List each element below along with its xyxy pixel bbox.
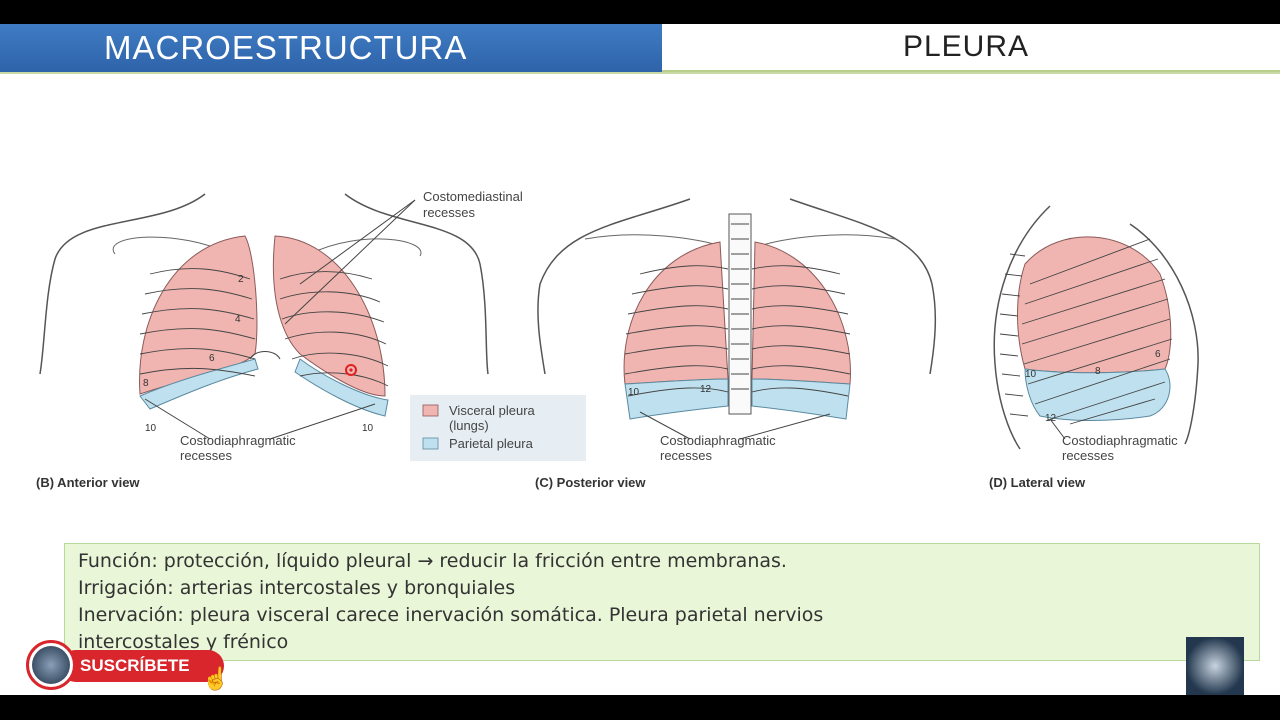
info-irrigation: Irrigación: arterias intercostales y bro…	[78, 577, 516, 599]
anterior-num-10: 10	[145, 423, 157, 434]
anterior-num-8: 8	[143, 378, 149, 389]
avatar-icon	[26, 640, 76, 690]
caption-posterior: (C) Posterior view	[535, 475, 646, 490]
hand-pointer-icon: ☝	[202, 666, 230, 691]
posterior-view: 10 12 Costodiaphragmatic recesses (C) Po…	[535, 198, 937, 490]
anterior-num-2: 2	[238, 274, 244, 285]
subscribe-pill: SUSCRÍBETE	[60, 650, 224, 682]
costomediastinal-recesses-label: recesses	[423, 205, 476, 220]
slide: MACROESTRUCTURA PLEURA	[0, 24, 1280, 695]
lateral-view: 6 8 10 12 Costodiaphragmatic recesses (D…	[989, 205, 1199, 490]
caption-lateral: (D) Lateral view	[989, 475, 1086, 490]
anterior-recesses-label: recesses	[180, 448, 233, 463]
lateral-num-12: 12	[1045, 413, 1057, 424]
costomediastinal-label: Costomediastinal	[423, 189, 523, 204]
channel-logo-icon	[1186, 637, 1244, 695]
anterior-num-6: 6	[209, 353, 215, 364]
subscribe-button[interactable]: SUSCRÍBETE ☝	[26, 640, 230, 692]
legend-parietal: Parietal pleura	[449, 436, 534, 451]
legend-visceral: Visceral pleura	[449, 403, 536, 418]
posterior-costodiaphragmatic-label: Costodiaphragmatic	[660, 433, 776, 448]
subscribe-label: SUSCRÍBETE	[80, 656, 190, 675]
lateral-num-10: 10	[1025, 369, 1037, 380]
legend: Visceral pleura (lungs) Parietal pleura	[410, 395, 586, 461]
header-divider	[0, 72, 1280, 74]
lateral-num-8: 8	[1095, 366, 1101, 377]
info-innervation-cont: intercostales y frénico	[78, 631, 289, 653]
header-left: MACROESTRUCTURA	[0, 24, 662, 72]
topic-title: PLEURA	[902, 30, 1030, 63]
lateral-num-6: 6	[1155, 349, 1161, 360]
info-function: Función: protección, líquido pleural → r…	[78, 550, 787, 572]
header-right: PLEURA	[662, 24, 1280, 72]
posterior-recesses-label: recesses	[660, 448, 713, 463]
posterior-num-10: 10	[628, 387, 640, 398]
posterior-num-12: 12	[700, 384, 712, 395]
pleura-figure: 2 4 6 8 10 10 Costodiaphragmatic recesse…	[36, 189, 1199, 490]
lateral-costodiaphragmatic-label: Costodiaphragmatic	[1062, 433, 1178, 448]
anterior-num-10b: 10	[362, 423, 374, 434]
legend-visceral-sub: (lungs)	[449, 418, 489, 433]
info-innervation: Inervación: pleura visceral carece inerv…	[78, 604, 824, 626]
anterior-num-4: 4	[235, 314, 241, 325]
lateral-recesses-label: recesses	[1062, 448, 1115, 463]
section-title: MACROESTRUCTURA	[104, 29, 468, 66]
anterior-costodiaphragmatic-label: Costodiaphragmatic	[180, 433, 296, 448]
anterior-view: 2 4 6 8 10 10 Costodiaphragmatic recesse…	[36, 193, 489, 490]
info-box: Función: protección, líquido pleural → r…	[64, 543, 1260, 661]
caption-anterior: (B) Anterior view	[36, 475, 140, 490]
